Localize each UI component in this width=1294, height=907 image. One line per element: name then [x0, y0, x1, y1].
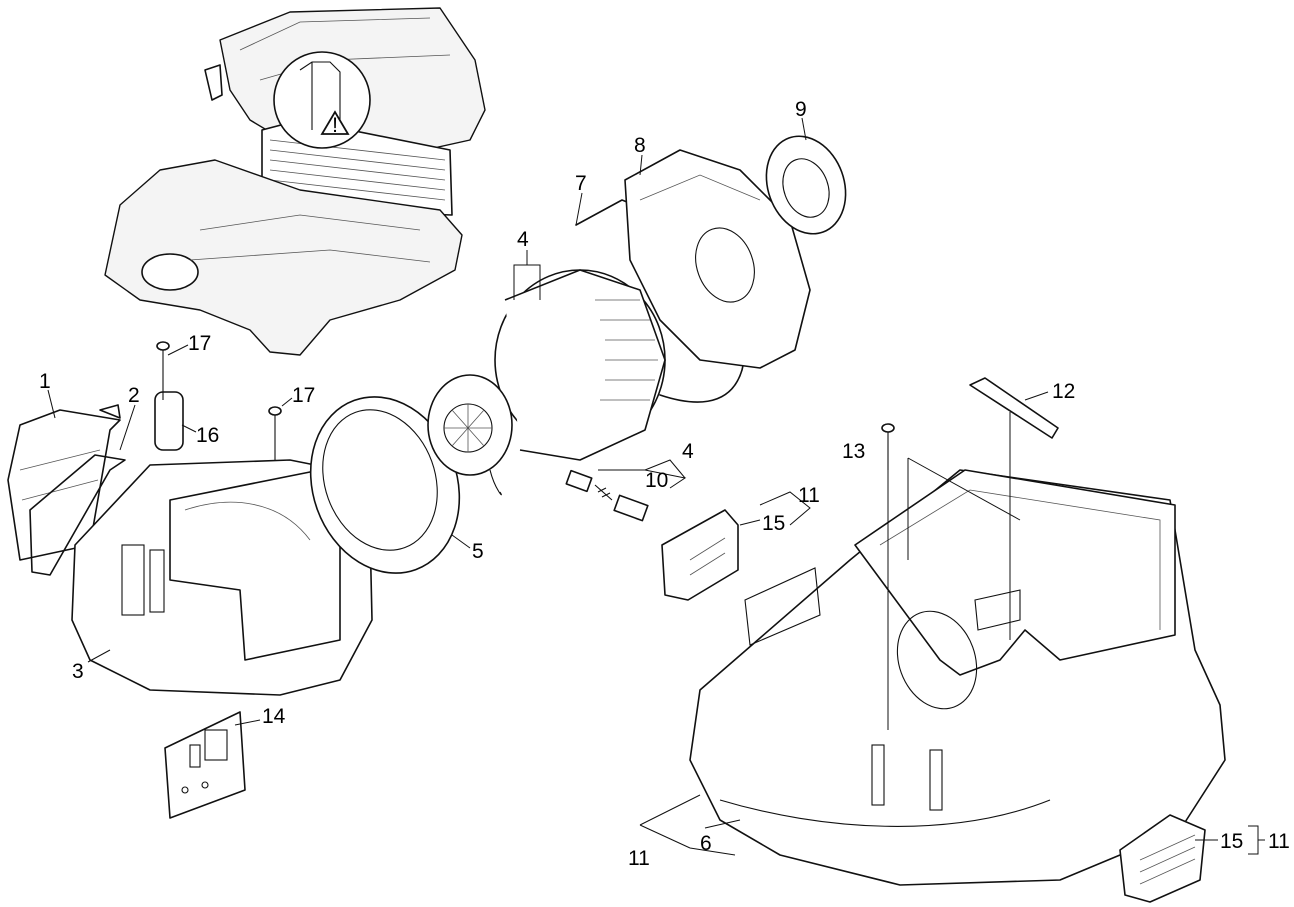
callout-11-middle: 11 [798, 484, 820, 507]
callout-16: 16 [196, 424, 219, 447]
callout-11-right: 11 [1268, 830, 1290, 853]
part-12-strip [969, 377, 1059, 439]
warning-symbol: ! [332, 114, 338, 137]
callout-9: 9 [795, 98, 807, 121]
part-1-filter-cassette [7, 404, 121, 561]
part-8-motor-cover [624, 149, 811, 369]
callout-14: 14 [262, 705, 286, 728]
part-16-seal [154, 391, 184, 451]
callout-7: 7 [575, 172, 587, 195]
warning-triangle-icon [320, 110, 350, 135]
callout-8: 8 [634, 134, 646, 157]
callout-4-lower: 4 [682, 440, 694, 463]
part-13-screw [881, 423, 895, 470]
part-2-gasket [29, 454, 126, 576]
callout-2: 2 [128, 384, 140, 407]
callout-1: 1 [39, 370, 51, 393]
callout-15-right: 15 [1220, 830, 1243, 853]
part-3-motor-housing [71, 459, 373, 696]
callout-4-upper: 4 [517, 228, 529, 251]
part-15-clip-upper [661, 509, 739, 601]
callout-3: 3 [72, 660, 84, 683]
callout-12: 12 [1052, 380, 1075, 403]
top-cover-assembly: ! [104, 7, 486, 356]
callout-labels: 1 2 3 4 4 5 6 7 8 9 10 11 11 11 12 13 14… [39, 98, 1290, 870]
callout-5: 5 [472, 540, 484, 563]
callout-17-right: 17 [292, 384, 315, 407]
callout-15-middle: 15 [762, 512, 785, 535]
part-17-screw-right [268, 406, 282, 460]
part-15-clip-lower [1119, 814, 1206, 903]
part-14-circuit-board [164, 711, 246, 819]
part-9-ring [765, 135, 847, 235]
callout-17-left: 17 [188, 332, 211, 355]
motor-unit [427, 269, 666, 496]
callout-10: 10 [645, 469, 668, 492]
callout-11-bottom: 11 [628, 847, 650, 870]
callout-6: 6 [700, 832, 712, 855]
part-17-screw-left [156, 341, 170, 400]
leader-lines [47, 117, 1265, 856]
part-6-base [689, 469, 1226, 886]
callout-13: 13 [842, 440, 865, 463]
part-10-carbon-brushes [565, 469, 649, 522]
